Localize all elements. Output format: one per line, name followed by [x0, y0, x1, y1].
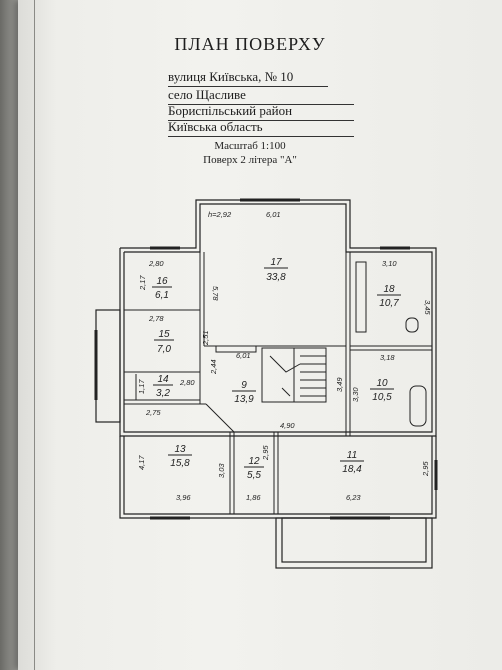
room-number: 13 [174, 444, 186, 455]
page-title: ПЛАН ПОВЕРХУ [174, 34, 326, 54]
room-area: 10,5 [372, 392, 392, 403]
dim-label: 2,17 [138, 275, 147, 291]
dim-label: 3,30 [351, 387, 360, 402]
address-village: село Щасливе [168, 86, 354, 105]
room-area: 10,7 [379, 298, 399, 309]
dim-label: 2,51 [201, 330, 210, 346]
dim-label: 3,45 [423, 300, 432, 315]
room-area: 15,8 [170, 458, 190, 469]
room-number: 18 [383, 284, 395, 295]
book-gutter [0, 0, 22, 670]
dim-label: 5,78 [211, 286, 220, 301]
room-10: 10 10,5 [370, 378, 394, 403]
dimension-labels: h=2,92 6,01 2,80 2,17 5,78 3,10 3,45 2,7… [137, 210, 432, 502]
dim-label: 2,95 [261, 445, 270, 461]
room-16: 16 6,1 [152, 276, 172, 301]
dim-label: 1,17 [137, 379, 146, 394]
page-frame [34, 0, 500, 670]
scale-label: Масштаб 1:100 [214, 140, 286, 152]
room-number: 16 [156, 276, 168, 287]
address-region: Київська область [168, 118, 354, 137]
dim-label: 3,10 [382, 259, 397, 268]
room-area: 7,0 [157, 344, 171, 355]
room-11: 11 18,4 [340, 450, 364, 475]
room-number: 12 [248, 456, 260, 467]
room-number: 17 [270, 257, 282, 268]
room-number: 9 [241, 380, 247, 391]
room-12: 12 5,5 [244, 456, 264, 481]
room-area: 3,2 [156, 388, 170, 399]
dim-label: 3,49 [335, 377, 344, 392]
dim-label: 6,23 [346, 493, 361, 502]
room-area: 5,5 [247, 470, 261, 481]
dim-height: h=2,92 [208, 210, 232, 219]
dim-label: 6,01 [236, 351, 251, 360]
dim-label: 2,95 [421, 461, 430, 477]
room-13: 13 15,8 [168, 444, 192, 469]
room-18: 18 10,7 [377, 284, 401, 309]
dim-label: 2,44 [209, 359, 218, 375]
room-number: 10 [376, 378, 388, 389]
dim-label: 2,80 [179, 378, 195, 387]
room-number: 14 [157, 374, 169, 385]
dim-label: 2,78 [148, 314, 164, 323]
dim-label: 4,17 [137, 455, 146, 470]
address-district: Бориспільський район [168, 102, 354, 121]
dim-label: 3,18 [380, 353, 395, 362]
dim-label: 3,03 [217, 463, 226, 478]
room-17: 17 33,8 [264, 257, 288, 283]
dim-label: 2,75 [145, 408, 161, 417]
room-9: 9 13,9 [232, 380, 256, 405]
address-street: вулиця Київська, № 10 [168, 68, 328, 87]
dim-label: 1,86 [246, 493, 261, 502]
dim-label: 3,96 [176, 493, 191, 502]
room-area: 33,8 [266, 272, 286, 283]
document-page [18, 0, 502, 670]
interior-walls [94, 198, 438, 520]
floor-label: Поверх 2 літера "А" [203, 154, 297, 166]
room-number: 15 [158, 329, 170, 340]
room-area: 6,1 [155, 290, 169, 301]
dim-label: 2,80 [148, 259, 164, 268]
dim-label: 4,90 [280, 421, 295, 430]
room-15: 15 7,0 [154, 329, 174, 355]
room-number: 11 [347, 450, 357, 461]
room-labels: 17 33,8 16 6,1 18 10,7 15 7,0 14 3,2 9 1… [152, 257, 401, 481]
room-area: 18,4 [342, 464, 362, 475]
room-14: 14 3,2 [153, 374, 173, 399]
dim-label: 6,01 [266, 210, 281, 219]
room-area: 13,9 [234, 394, 254, 405]
